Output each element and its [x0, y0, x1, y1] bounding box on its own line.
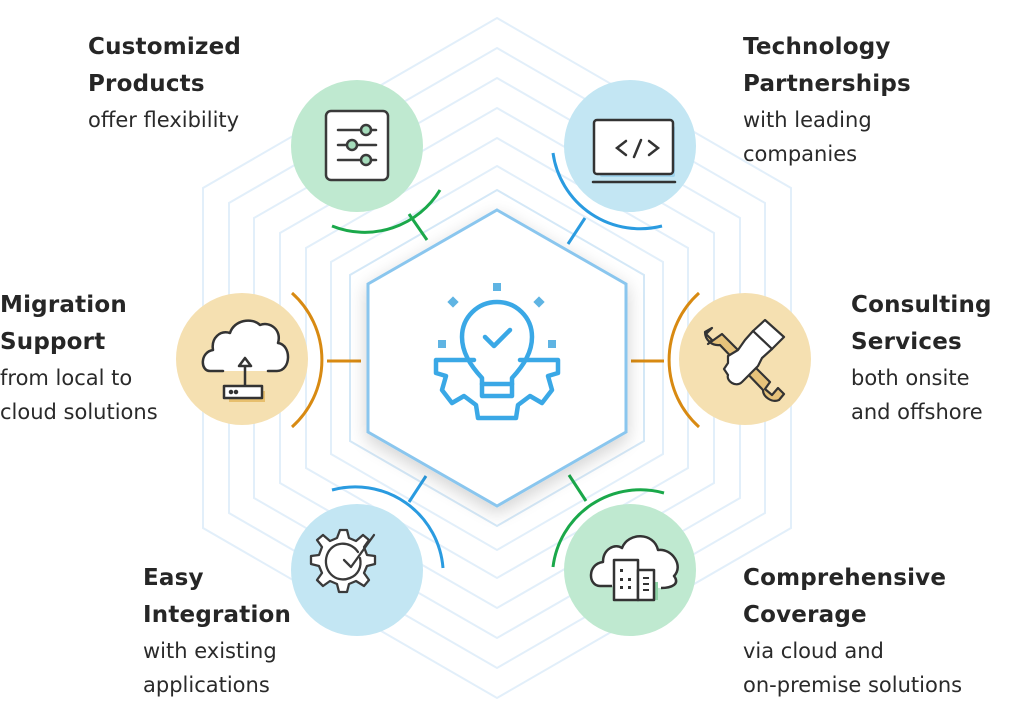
title-line-2: Coverage	[743, 602, 867, 628]
code-laptop-icon	[591, 118, 677, 184]
desc-line-1: via cloud and	[743, 639, 884, 663]
label-easy-integration: Easy Integration with existing applicati…	[143, 560, 291, 702]
desc-line-1: both onsite	[851, 366, 970, 390]
desc-line-2: cloud solutions	[0, 400, 158, 424]
title-line-1: Customized	[88, 34, 242, 60]
title-line-2: Products	[88, 71, 205, 97]
hand-wrench-icon	[703, 318, 786, 402]
label-customized-products: Customized Products offer flexibility	[88, 29, 241, 137]
title-line-2: Partnerships	[743, 71, 911, 97]
desc-line-2: on-premise solutions	[743, 673, 963, 697]
desc-line-1: with leading	[743, 108, 872, 132]
label-consulting-services: Consulting Services both onsite and offs…	[851, 287, 992, 429]
desc-line-2: applications	[143, 673, 270, 697]
title-line-1: Comprehensive	[743, 565, 947, 591]
desc-line-1: with existing	[143, 639, 277, 663]
title-line-2: Support	[0, 329, 106, 355]
title-line-2: Integration	[143, 602, 292, 628]
label-comprehensive-coverage: Comprehensive Coverage via cloud and on-…	[743, 560, 962, 702]
label-migration-support: Migration Support from local to cloud so…	[0, 287, 158, 429]
title-line-1: Technology	[743, 34, 891, 60]
title-line-1: Easy	[143, 565, 204, 591]
desc-line-2: companies	[743, 142, 858, 166]
title-line-2: Services	[851, 329, 962, 355]
background-hexagons	[202, 16, 792, 700]
desc-line-2: and offshore	[851, 400, 983, 424]
center-hexagon	[366, 208, 628, 508]
desc-line-1: offer flexibility	[88, 108, 240, 132]
label-technology-partnerships: Technology Partnerships with leading com…	[743, 29, 911, 171]
connectors	[290, 152, 701, 569]
sliders-icon	[324, 109, 390, 182]
title-line-1: Migration	[0, 292, 127, 318]
lightbulb-gear-check-icon	[433, 283, 561, 421]
desc-line-1: from local to	[0, 366, 133, 390]
cloud-upload-server-icon	[201, 319, 290, 402]
title-line-1: Consulting	[851, 292, 992, 318]
cloud-buildings-icon	[589, 535, 679, 602]
gear-check-icon	[309, 528, 377, 594]
